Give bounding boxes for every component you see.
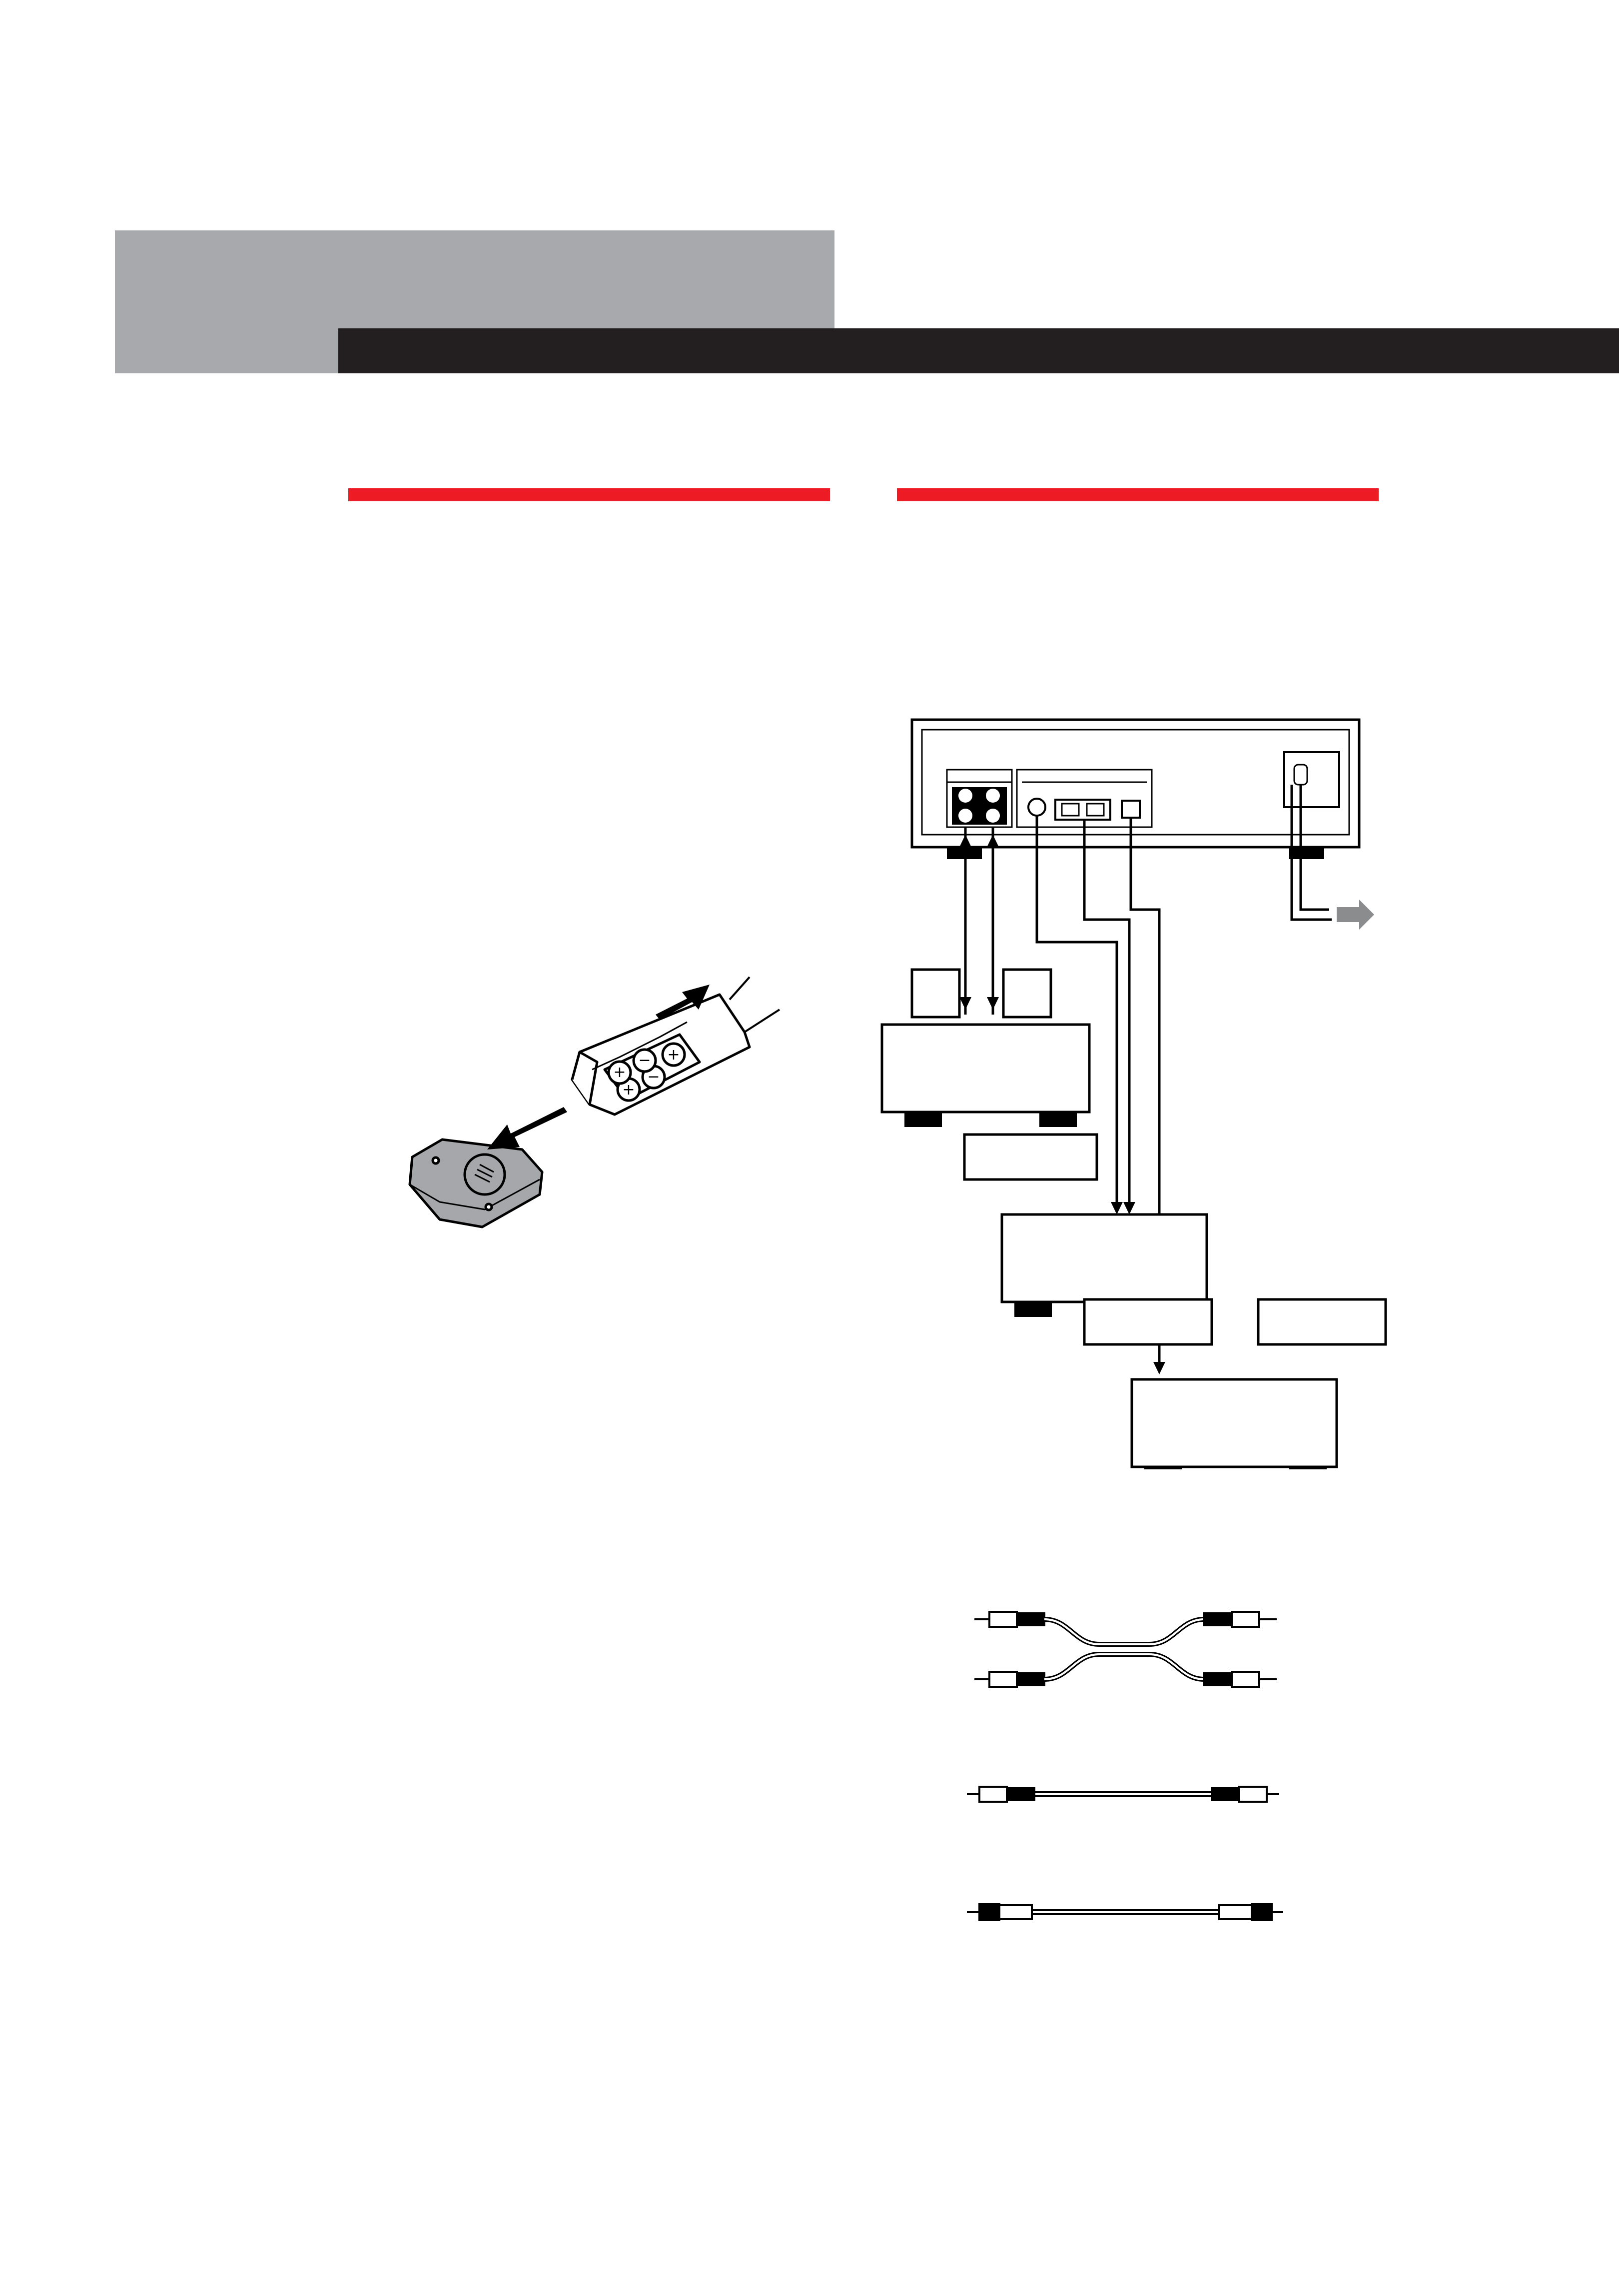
- battery-cover-icon: [408, 1138, 544, 1228]
- digital-device-box-2: [1130, 1378, 1338, 1469]
- right-column-heading-rule: [897, 488, 1379, 501]
- lift-arrow-icon: [656, 985, 710, 1020]
- label-box-device-2-right: [1257, 1298, 1387, 1346]
- svg-text:+: +: [622, 1081, 635, 1099]
- coaxial-cable-icon: [967, 1786, 1279, 1803]
- cd-player-rear-panel: [910, 718, 1361, 859]
- svg-text:+: +: [613, 1064, 626, 1081]
- label-box-left-channel: [910, 968, 961, 1019]
- left-column-heading-rule: [348, 488, 830, 501]
- svg-text:−: −: [638, 1052, 651, 1069]
- cables-figure: [967, 1611, 1283, 1921]
- label-box-device-1: [963, 1133, 1098, 1181]
- amplifier-box: [880, 1023, 1091, 1127]
- connection-diagram: [880, 718, 1387, 1469]
- section-header-black-bar: [338, 328, 1619, 373]
- label-box-device-2-left: [1083, 1298, 1213, 1346]
- label-box-right-channel: [1002, 968, 1052, 1019]
- slide-arrow-icon: [487, 1107, 567, 1149]
- power-plug-arrow-icon: [1337, 900, 1374, 930]
- remote-battery-figure: + − + − +: [408, 976, 781, 1228]
- svg-text:−: −: [647, 1068, 660, 1086]
- stereo-audio-cable-icon: [974, 1611, 1277, 1688]
- svg-text:+: +: [667, 1046, 680, 1064]
- battery-icon: + − + − +: [603, 1033, 701, 1102]
- optical-cable-icon: [967, 1903, 1283, 1921]
